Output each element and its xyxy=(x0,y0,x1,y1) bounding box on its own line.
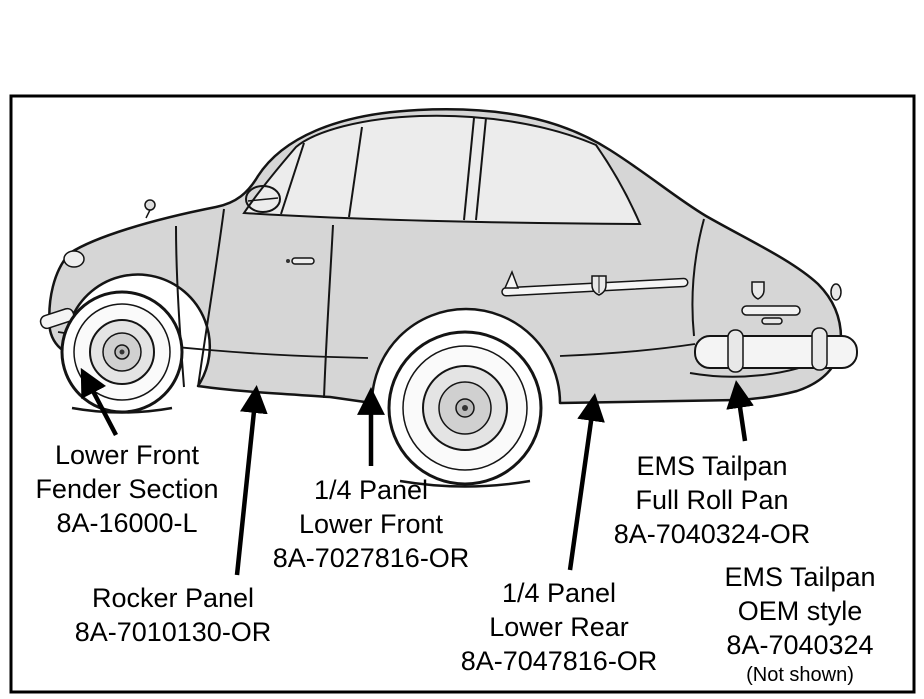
label-line: EMS Tailpan xyxy=(636,451,788,481)
front-hub-nut xyxy=(119,349,125,355)
label-line: Rocker Panel xyxy=(91,583,255,613)
steering-wheel-spoke xyxy=(247,197,279,202)
label-line: EMS Tailpan xyxy=(724,562,876,592)
label-lower-front-fender: Lower Front Fender Section 8A-16000-L xyxy=(12,438,242,540)
arrow-quarter-lower-rear xyxy=(567,393,605,571)
label-line: Lower Front xyxy=(54,440,200,470)
arrow-rocker-panel xyxy=(234,385,268,576)
greenhouse-glass xyxy=(242,114,642,226)
label-line: Full Roll Pan xyxy=(635,485,789,515)
steering-wheel xyxy=(245,185,281,213)
arrow-ems-tailpan xyxy=(726,380,754,442)
label-line: Lower Rear xyxy=(489,612,629,642)
spotlight xyxy=(144,199,156,211)
door-rear-seam-line xyxy=(323,224,334,399)
arrow-lower-front-fender xyxy=(80,367,118,437)
front-wheel xyxy=(60,290,184,414)
trunk-handle-bar xyxy=(741,305,801,316)
label-quarter-lower-rear: 1/4 Panel Lower Rear 8A-7047816-OR xyxy=(424,576,694,678)
rear-wheel xyxy=(387,330,543,486)
not-shown-note: (Not shown) xyxy=(746,664,854,686)
windshield-pillar-line xyxy=(280,142,305,215)
label-ems-tailpan-oem: EMS Tailpan OEM style 8A-7040324 (Not sh… xyxy=(670,560,924,688)
pointer-arrows xyxy=(80,367,754,576)
rear-bumper-guard-left xyxy=(727,329,744,373)
label-quarter-lower-front: 1/4 Panel Lower Front 8A-7027816-OR xyxy=(236,473,506,575)
rear-bumper xyxy=(694,335,858,369)
car-body xyxy=(48,108,843,405)
label-line: Lower Front xyxy=(298,509,444,539)
label-line: 1/4 Panel xyxy=(501,578,617,608)
label-line: 1/4 Panel xyxy=(313,475,429,505)
vent-window-divider-line xyxy=(348,126,363,218)
car-illustration xyxy=(39,108,858,488)
part-number: 8A-7027816-OR xyxy=(272,543,470,573)
part-number: 8A-7040324-OR xyxy=(613,519,811,549)
label-line: OEM style xyxy=(737,596,863,626)
headlight xyxy=(63,250,85,268)
tail-light xyxy=(830,283,842,301)
rear-hub-nut xyxy=(462,405,468,411)
fender-seam-line xyxy=(175,225,185,388)
part-number: 8A-7040324 xyxy=(726,630,874,660)
part-number: 8A-16000-L xyxy=(56,508,198,538)
b-pillar-line xyxy=(463,117,475,221)
door-handle xyxy=(291,257,315,265)
b-pillar-line-2 xyxy=(475,117,487,221)
part-number: 8A-7010130-OR xyxy=(74,617,272,647)
body-crease-rear xyxy=(559,343,696,357)
trunk-handle xyxy=(761,317,783,325)
label-line: Fender Section xyxy=(35,474,219,504)
rear-bumper-guard-right xyxy=(811,327,828,371)
diagram-border xyxy=(9,94,916,694)
trunk-seam-line xyxy=(691,218,705,337)
label-ems-tailpan-roll-pan: EMS Tailpan Full Roll Pan 8A-7040324-OR xyxy=(577,449,847,551)
front-bumper xyxy=(39,307,75,330)
door-front-seam-line xyxy=(197,208,225,388)
rear-emblem xyxy=(751,281,765,300)
door-lock xyxy=(286,259,290,263)
trim-fin xyxy=(503,270,520,289)
part-number: 8A-7047816-OR xyxy=(460,646,658,676)
label-rocker-panel: Rocker Panel 8A-7010130-OR xyxy=(38,581,308,649)
front-wheel-shadow xyxy=(71,406,173,414)
spotlight-stalk xyxy=(145,209,151,219)
rear-wheel-shadow xyxy=(399,479,531,488)
